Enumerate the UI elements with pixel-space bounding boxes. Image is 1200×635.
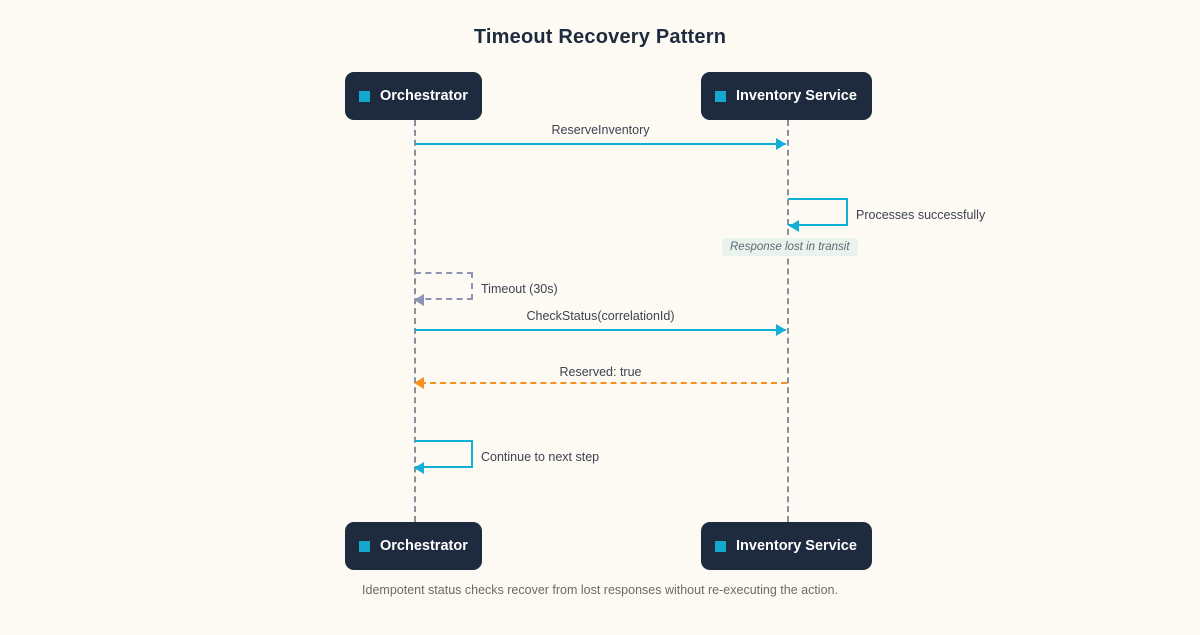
lifeline-orchestrator bbox=[414, 120, 416, 522]
message-arrow-reserve-inventory bbox=[415, 143, 786, 145]
arrowhead-left-icon bbox=[789, 220, 799, 232]
square-marker-icon bbox=[359, 540, 370, 552]
lifeline-inventory bbox=[787, 120, 789, 522]
square-marker-icon bbox=[715, 90, 726, 102]
message-label-check-status: CheckStatus(correlationId) bbox=[526, 309, 675, 323]
arrowhead-left-icon bbox=[414, 294, 424, 306]
self-loop-processes-successfully bbox=[788, 198, 848, 226]
message-label-continue-next-step: Continue to next step bbox=[481, 450, 600, 464]
participant-orchestrator-bottom[interactable]: Orchestrator bbox=[345, 522, 482, 570]
message-label-timeout: Timeout (30s) bbox=[481, 282, 558, 296]
message-label-processes-successfully: Processes successfully bbox=[856, 208, 986, 222]
self-loop-continue-next-step bbox=[415, 440, 473, 468]
self-loop-timeout bbox=[415, 272, 473, 300]
participant-inventory-bottom[interactable]: Inventory Service bbox=[701, 522, 872, 570]
arrowhead-left-icon bbox=[414, 377, 424, 389]
arrowhead-left-icon bbox=[414, 462, 424, 474]
note-response-lost-in-transit: Response lost in transit bbox=[722, 238, 858, 256]
square-marker-icon bbox=[359, 90, 370, 102]
participant-label: Inventory Service bbox=[736, 88, 857, 104]
participant-label: Orchestrator bbox=[380, 538, 468, 554]
message-arrow-reserved-true bbox=[420, 382, 787, 384]
message-label-reserve-inventory: ReserveInventory bbox=[551, 123, 650, 137]
diagram-caption: Idempotent status checks recover from lo… bbox=[362, 583, 838, 597]
participant-label: Orchestrator bbox=[380, 88, 468, 104]
message-arrow-check-status bbox=[415, 329, 786, 331]
participant-label: Inventory Service bbox=[736, 538, 857, 554]
participant-inventory-top[interactable]: Inventory Service bbox=[701, 72, 872, 120]
arrowhead-right-icon bbox=[776, 324, 786, 336]
message-label-reserved-true: Reserved: true bbox=[559, 365, 642, 379]
square-marker-icon bbox=[715, 540, 726, 552]
participant-orchestrator-top[interactable]: Orchestrator bbox=[345, 72, 482, 120]
diagram-title: Timeout Recovery Pattern bbox=[473, 26, 727, 48]
arrowhead-right-icon bbox=[776, 138, 786, 150]
